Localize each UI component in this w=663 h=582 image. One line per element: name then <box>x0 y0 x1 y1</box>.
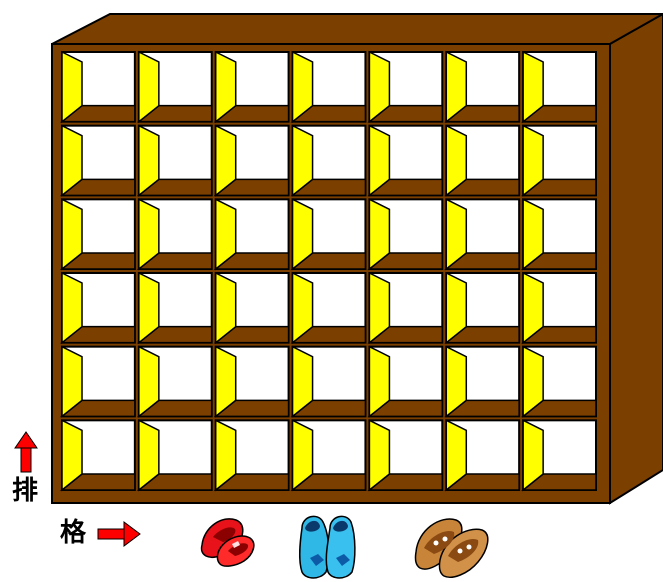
shelf-cell <box>293 273 366 343</box>
shelf-cell <box>369 199 442 269</box>
red-shoes-icon <box>201 519 253 566</box>
shelf-cell <box>216 126 289 196</box>
cabinet-side <box>610 14 663 503</box>
shelf-cell <box>216 273 289 343</box>
shelf-cell <box>139 273 212 343</box>
shelf-cell <box>293 420 366 490</box>
shelf-cell <box>369 52 442 122</box>
shelf-cell <box>369 420 442 490</box>
shelf-cell <box>293 52 366 122</box>
shelf-cell <box>446 52 519 122</box>
shelf-cell <box>369 347 442 417</box>
shelf-cell <box>523 199 596 269</box>
shelf-cell <box>62 273 135 343</box>
shelf-cell <box>139 199 212 269</box>
shelf-cell <box>139 347 212 417</box>
shelf-cell <box>523 273 596 343</box>
shelf-cell <box>369 126 442 196</box>
shelf-cell <box>293 126 366 196</box>
shelf-cell <box>293 199 366 269</box>
shelf-cell <box>216 52 289 122</box>
shelf-cell <box>62 199 135 269</box>
shelf-cell <box>446 420 519 490</box>
shelf-cell <box>62 126 135 196</box>
shelf-cell <box>523 52 596 122</box>
up-arrow-icon <box>15 432 37 472</box>
shelf-cell <box>446 199 519 269</box>
shelf-cell <box>293 347 366 417</box>
brown-slippers-icon <box>415 519 487 577</box>
shelf-cell <box>523 126 596 196</box>
shelf-cell <box>62 420 135 490</box>
right-arrow-icon <box>98 522 140 546</box>
column-axis-label: 格 <box>60 520 86 546</box>
shelf-cell <box>139 126 212 196</box>
shelf-cell <box>446 126 519 196</box>
shelf-cell <box>139 420 212 490</box>
cabinet-top <box>52 14 663 44</box>
shelf-cell <box>446 347 519 417</box>
shelf-cell <box>139 52 212 122</box>
shelf-cell <box>523 347 596 417</box>
shelf-cell <box>446 273 519 343</box>
shelf-cell <box>62 52 135 122</box>
shelf-cell <box>216 347 289 417</box>
shelf-cell <box>523 420 596 490</box>
shelf-cell <box>62 347 135 417</box>
row-axis-label: 排 <box>12 478 38 504</box>
shelf-cell <box>216 199 289 269</box>
shelf-cell <box>216 420 289 490</box>
shelf-cell <box>369 273 442 343</box>
blue-shoes-icon <box>300 516 355 578</box>
